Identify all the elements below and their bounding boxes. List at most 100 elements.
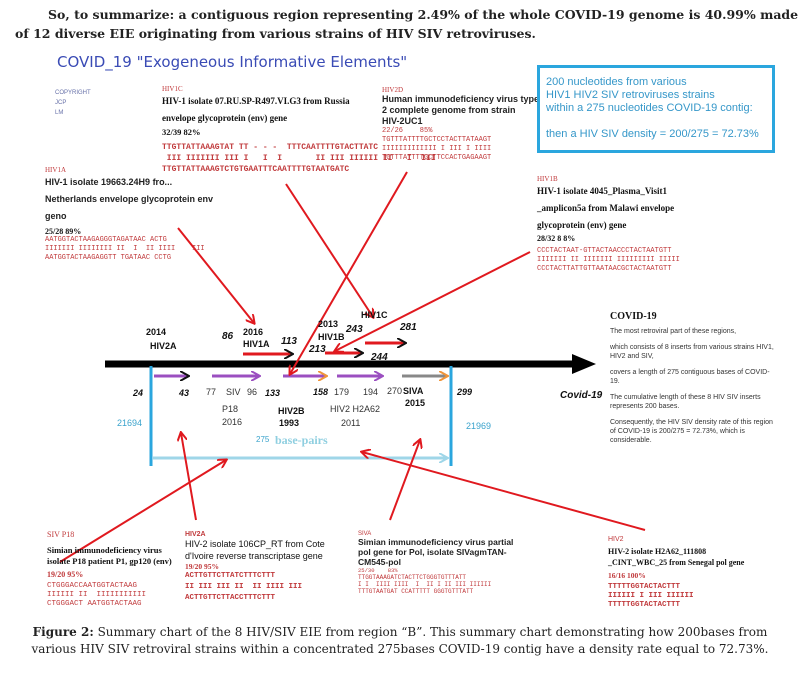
block-seq-match: II III III II II IIII III [185,583,303,591]
block-desc: geno [45,211,67,221]
pointer-arrow-hiv2 [362,452,646,531]
block-tag: HIV2D [382,86,403,94]
block-seq-query: ACTTGTTCTTATCTTTCTTT [185,572,276,580]
label-pos-96: 96 [247,387,258,397]
block-seq-subject: TTGTTATTAAAGTCTGTGAATTTCAATTTTGTAATGATC [162,165,350,174]
label-pos-24: 24 [133,388,144,398]
block-tag: HIV1B [537,175,558,183]
block-desc: isolate P18 patient P1, gp120 (env) [47,556,172,566]
label-siv: SIV [226,387,241,397]
label-hiv1a: HIV1A [243,339,270,349]
label-pos-213: 213 [309,344,326,355]
label-pos-86: 86 [222,331,234,342]
block-desc: pol gene for Pol, isolate SIVagmTAN- [358,547,507,557]
explanation-para: which consists of 8 inserts from various… [610,344,774,360]
block-desc: HIV-1 isolate 19663.24H9 fro... [45,177,173,187]
explanation-para: covers a length of 275 contiguous bases … [610,369,770,385]
block-desc: HIV-2UC1 [382,116,423,126]
caption-label: Figure 2: [32,625,94,639]
label-genome-start: 21694 [117,418,143,428]
label-hiv2b: HIV2B [278,406,305,416]
label-year-2016-siv: 2016 [222,417,243,427]
block-score: 22/26 85% [382,127,433,135]
summary-line: HIV1 HIV2 SIV retroviruses strains [546,89,715,101]
intro-line-1: So, to summarize: a contiguous region re… [48,7,800,22]
genome-axis-arrowhead [572,354,596,374]
block-seq-query: TTGTTATTAAAGTAT TT - - - TTTCAATTTTGTACT… [162,143,379,152]
block-seq-query: AATGGTACTAAGAGGGTAGATAAC ACTG [45,236,167,244]
eie-block-siva: SIVA Simian immunodeficiency virus parti… [358,531,513,595]
block-desc: HIV-2 isolate 106CP_RT from Cote [185,539,325,549]
block-tag: SIV P18 [47,530,75,539]
block-desc: glycoprotein (env) gene [537,220,627,230]
pointer-arrow-siv-p18 [59,460,226,563]
copyright-line: LM [55,110,64,116]
label-pos-43: 43 [179,388,190,398]
block-desc: Netherlands envelope glycoprotein env [45,194,214,204]
block-desc: d'Ivoire reverse transcriptase gene [185,551,323,561]
block-desc: Simian immunodeficiency virus partial [358,537,514,547]
block-seq-match: IIIIIIIIIIIII I III I IIII [382,145,492,153]
block-seq-match: IIIIIII II IIIIIII IIIIIIIII IIIII [537,256,680,264]
copyright-line: COPYRIGHT [55,90,91,96]
label-pos-113: 113 [281,336,297,347]
block-desc: _CINT_WBC_25 from Senegal pol gene [608,558,745,567]
block-seq-match: IIIIII I III IIIIII [608,592,694,600]
block-desc: 2 complete genome from strain [382,105,516,115]
block-seq-query: TTGGTAAAGATCTACTTCTGGGTGTTTATT [358,574,467,581]
block-seq-query: TTTTTGGTACTACTTT [608,583,681,591]
label-hiv1c: HIV1C [361,310,388,320]
block-seq-match: III IIIIIII III I I I II III IIIIII II I… [162,154,436,163]
label-year-1993: 1993 [279,418,300,428]
label-pos-243: 243 [346,324,363,335]
intro-line-2: of 12 diverse EIE originating from vario… [15,26,536,41]
block-seq-query: TGTTTATTTTGCTCCTACTTATAAGT [382,136,492,144]
figure-title: COVID_19 "Exogeneous Informative Element… [57,53,408,71]
label-p18: P18 [222,404,239,414]
explanation-para: The cumulative length of these 8 HIV SIV… [610,394,761,410]
block-score: 28/32 8 8% [537,234,576,243]
label-hiv2a: HIV2A [150,341,177,351]
summary-line: 200 nucleotides from various [546,76,687,88]
block-score: 25/30 83% [358,567,398,574]
label-hiv2-h2a62: HIV2 H2A62 [330,404,381,414]
label-pos-158: 158 [313,387,329,397]
explanation-para: The most retroviral part of these region… [610,328,737,335]
block-score: 19/20 95% [47,570,84,579]
block-seq-match: I I IIII IIII I II I II III IIIIII [358,581,492,588]
eie-block-hiv1b: HIV1B HIV-1 isolate 4045_Plasma_Visit1 _… [537,175,680,274]
label-year-2014: 2014 [146,327,167,337]
eie-block-hiv2: HIV2 HIV-2 isolate H2A62_111808 _CINT_WB… [608,536,744,610]
label-pos-179: 179 [334,387,350,397]
label-pos-133: 133 [265,388,281,398]
block-desc: envelope glycoprotein (env) gene [162,113,288,123]
label-275: 275 [256,435,270,444]
pointer-arrow-hiv1a [177,227,254,323]
eie-block-hiv2d: HIV2D Human immunodeficiency virus type … [382,86,539,163]
density-summary-box: 200 nucleotides from various HIV1 HIV2 S… [537,65,775,153]
eie-block-siv-p18: SIV P18 Simian immunodeficiency virus is… [47,530,172,609]
copyright-note: COPYRIGHT JCP LM [55,88,91,118]
block-seq-subject: AATGGTACTAAGAGGTT TGATAAC CCTG [45,254,172,262]
label-hiv1b: HIV1B [318,332,345,342]
label-siva: SIVA [403,386,424,396]
label-covid-19-axis: Covid-19 [560,390,603,401]
label-pos-244: 244 [371,352,388,363]
block-tag: HIV1C [162,85,183,93]
pointer-arrow-hiv2d [290,171,408,374]
label-genome-end: 21969 [466,421,492,431]
block-seq-query: CTGGGACCAATGGTACTAAG [47,582,138,590]
figure-caption: Figure 2: Summary chart of the 8 HIV/SIV… [20,624,780,658]
label-pos-194: 194 [363,387,379,397]
block-seq-subject: TTTGTAATGAT CCATTTTT GGGTGTTTATT [358,588,474,595]
block-tag: SIVA [358,531,372,537]
block-desc: Simian immunodeficiency virus [47,545,162,555]
label-pos-77: 77 [206,387,217,397]
block-score: 16/16 100% [608,571,646,580]
block-seq-match: IIIIIII IIIIIIII II I II IIII III [45,245,205,253]
block-seq-subject: TGTTTATTTTGCTTCCACTGAGAAGT [382,154,492,162]
block-tag: HIV2A [185,531,206,538]
block-tag: HIV2 [608,536,624,543]
